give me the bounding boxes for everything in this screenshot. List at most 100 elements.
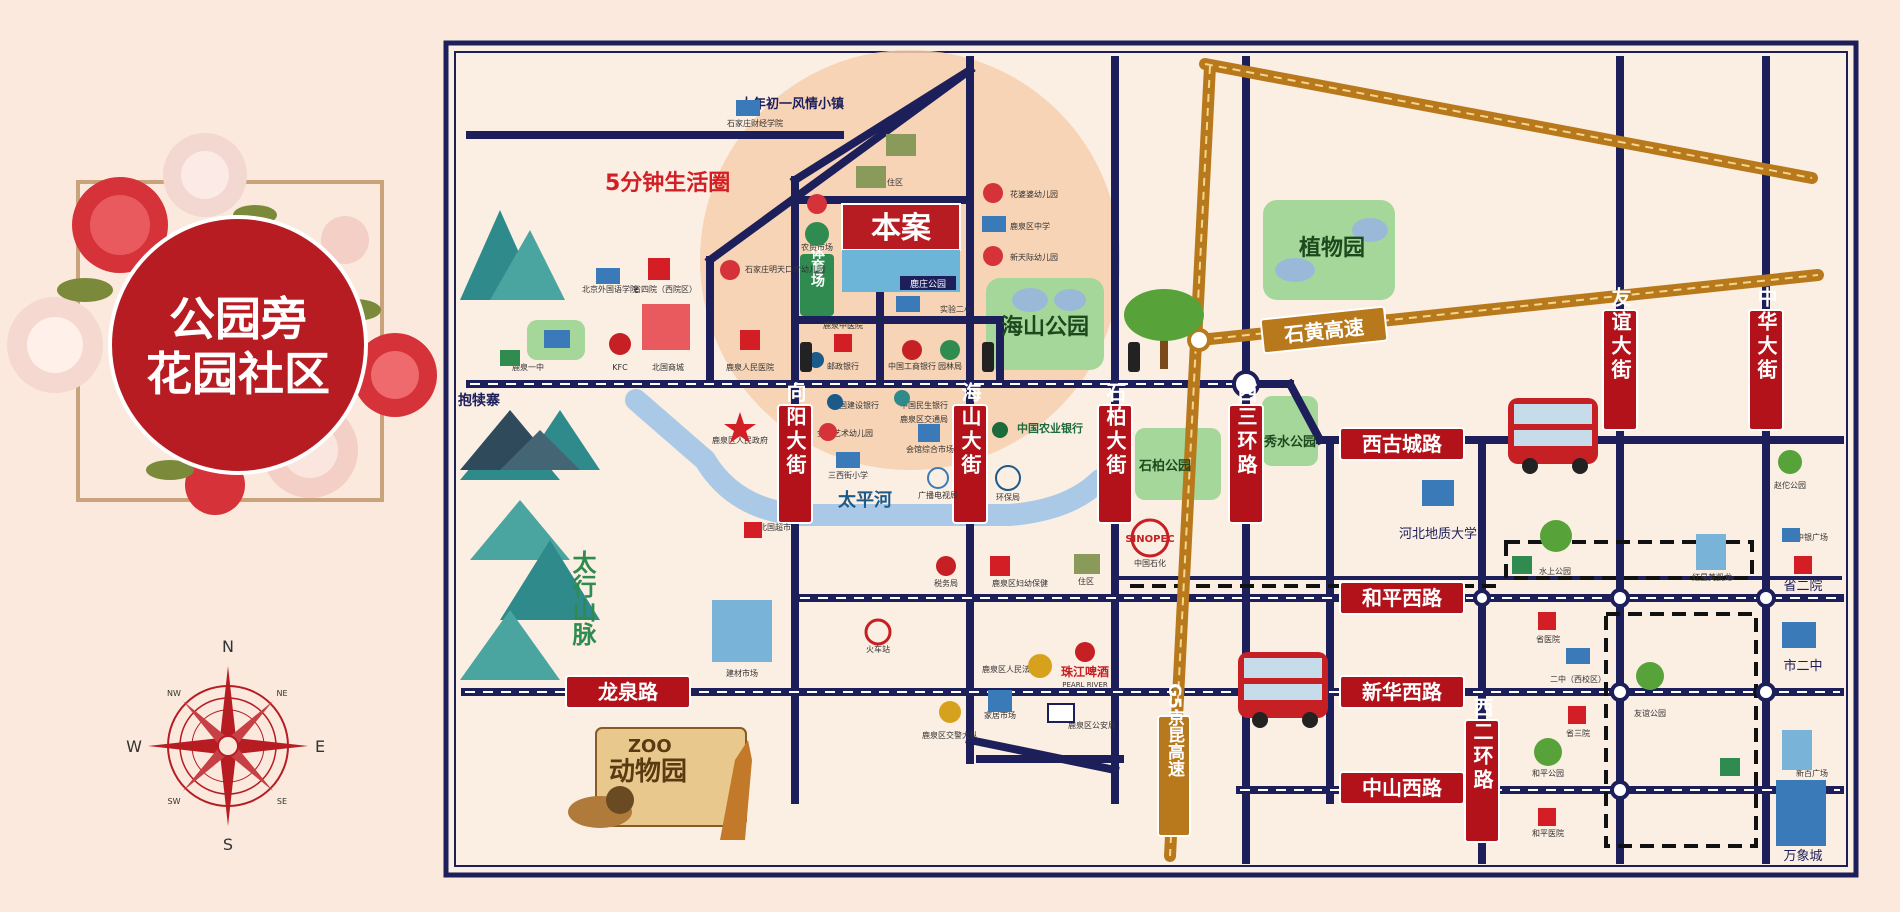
govt-icon — [724, 412, 756, 443]
bus-icon — [1238, 652, 1328, 728]
road-label-shihuang: 石黄高速 — [1259, 305, 1389, 355]
poi-abc: 中国农业银行 — [1017, 421, 1083, 435]
baojuzhai-illustration — [460, 410, 580, 470]
poi-heping-hosp: 和平医院 — [1532, 828, 1564, 838]
project-marker: 本案 鹿庄公园 — [841, 203, 961, 292]
poi-provincial-4: 省四院（西院区） — [633, 284, 697, 294]
brand-line2: 花园社区 — [146, 347, 330, 401]
building-icon — [1782, 528, 1800, 542]
book-icon — [1782, 622, 1816, 648]
school-icon — [836, 452, 860, 468]
hospital-icon — [834, 334, 852, 352]
compass-ne: NE — [276, 689, 287, 698]
compass-s: S — [223, 835, 233, 854]
park-icon — [1720, 758, 1740, 776]
poi-traffic-police: 鹿泉区交警大队 — [922, 730, 978, 740]
kindergarten-icon — [983, 246, 1003, 266]
tree-icon — [1534, 738, 1562, 766]
book-icon — [544, 330, 570, 348]
svg-text:中华大街: 中华大街 — [1754, 286, 1778, 383]
svg-text:石柏大街: 石柏大街 — [1103, 382, 1127, 478]
broadcast-icon — [927, 467, 949, 489]
garden-icon — [940, 340, 960, 360]
shibai-park-area — [1135, 428, 1221, 500]
svg-text:向阳大街: 向阳大街 — [783, 381, 807, 478]
poi-jindi: 金迪艺术幼儿园 — [817, 428, 873, 438]
sinopec-icon — [1130, 518, 1170, 558]
tree-icon — [1540, 520, 1572, 552]
svg-text:鹿庄公园: 鹿庄公园 — [910, 278, 946, 290]
svg-text:龙泉路: 龙泉路 — [598, 680, 659, 704]
poi-ccb: 中国建设银行 — [831, 400, 879, 410]
poi-danianchuyi: 大年初一风情小镇 — [740, 96, 844, 112]
svg-text:体育场: 体育场 — [809, 244, 825, 288]
shibai-park-label: 石柏公园 — [1138, 458, 1191, 474]
book-icon — [896, 296, 920, 312]
road-label-xigucheng: 西古城路 — [1339, 427, 1465, 461]
pearl-icon — [1075, 642, 1095, 662]
compass-e: E — [315, 737, 325, 756]
poi-luquan-middle: 鹿泉区中学 — [1010, 221, 1050, 231]
svg-text:ZOO: ZOO — [628, 736, 672, 757]
botanical-label: 植物园 — [1299, 235, 1365, 261]
house-icon — [886, 134, 916, 156]
poi-xintianji: 新天际幼儿园 — [1010, 252, 1058, 262]
env-icon — [995, 465, 1021, 491]
book-icon — [1422, 480, 1454, 506]
poi-kindergarten-tian: 石家庄明天口才幼儿园 — [745, 264, 825, 274]
poi-er-zhong: 二中（西校区） — [1550, 674, 1606, 684]
poi-icons — [500, 100, 1826, 846]
bus-icon — [1508, 398, 1598, 474]
poi-env: 环保局 — [996, 492, 1020, 502]
poi-xinbai: 新百广场 — [1796, 768, 1828, 778]
poi-hebei-univ: 河北地质大学 — [1399, 526, 1477, 542]
hospital-icon — [1538, 612, 1556, 630]
book-icon — [982, 216, 1006, 232]
road-label-zhonghua: 中华大街 — [1748, 286, 1784, 431]
xiushui-park-label: 秀水公园 — [1263, 434, 1316, 450]
road-label-xierhuan: 西二环路 — [1464, 697, 1500, 843]
book-icon — [736, 100, 760, 116]
poi-jiayuan: 家居市场 — [984, 710, 1016, 720]
park-icon — [1512, 556, 1532, 574]
mall-icon — [1696, 534, 1726, 570]
poi-train: 火车站 — [866, 644, 890, 654]
poi-zhaotuo: 赵佗公园 — [1774, 480, 1806, 490]
poi-sinopec-en: SINOPEC — [1125, 534, 1174, 545]
icbc-icon — [902, 340, 922, 360]
poi-provincial-3: 省三院 — [1566, 728, 1590, 738]
poi-sinopec-cn: 中国石化 — [1134, 558, 1166, 568]
poi-agri-market: 农贸市场 — [801, 242, 833, 252]
tree-icon — [1124, 289, 1204, 369]
river-label: 太平河 — [838, 489, 892, 511]
abc-icon — [992, 422, 1008, 438]
rose-decoration — [7, 133, 437, 515]
gym-marker: 体育场 — [800, 244, 834, 316]
road-label-shibai: 石柏大街 — [1097, 382, 1133, 524]
building-icon — [712, 600, 772, 662]
hospital-icon — [1794, 556, 1812, 574]
road-label-xinhua: 新华西路 — [1339, 675, 1465, 709]
poi-kfc: KFC — [612, 363, 628, 372]
poi-provincial-hosp: 省医院 — [1536, 634, 1560, 644]
poi-traffic-hospital: 鹿泉中医院 — [823, 320, 863, 330]
poi-finance: 石家庄财经学院 — [727, 118, 783, 128]
poi-pearl: 珠江啤酒 — [1061, 664, 1109, 679]
circle-title: 5分钟生活圈 — [605, 170, 730, 196]
poi-luquan-jiaotong: 鹿泉区交通局 — [900, 414, 948, 424]
poi-huimao: 会馆综合市场 — [906, 444, 954, 454]
poi-provincial-2: 省二院 — [1783, 579, 1822, 594]
traffic-light-icon — [800, 342, 812, 372]
baojuzhai-label: 抱犊寨 — [458, 392, 501, 409]
brand-badge: 公园旁 花园社区 — [7, 133, 437, 515]
poi-residence3: 住区 — [1078, 576, 1094, 586]
road-label-longquan: 龙泉路 — [565, 675, 691, 709]
xiushui-park-area — [1262, 396, 1318, 466]
poi-garden: 园林局 — [938, 361, 962, 371]
house-icon — [856, 166, 886, 188]
zoo-marker: ZOO 动物园 — [568, 727, 752, 840]
road-label-zhongshan: 中山西路 — [1339, 771, 1465, 805]
poi-beijing-foreign: 北京外国语学院 — [582, 284, 638, 294]
svg-text:西二环路: 西二环路 — [1470, 697, 1494, 793]
hospital-icon — [990, 556, 1010, 576]
